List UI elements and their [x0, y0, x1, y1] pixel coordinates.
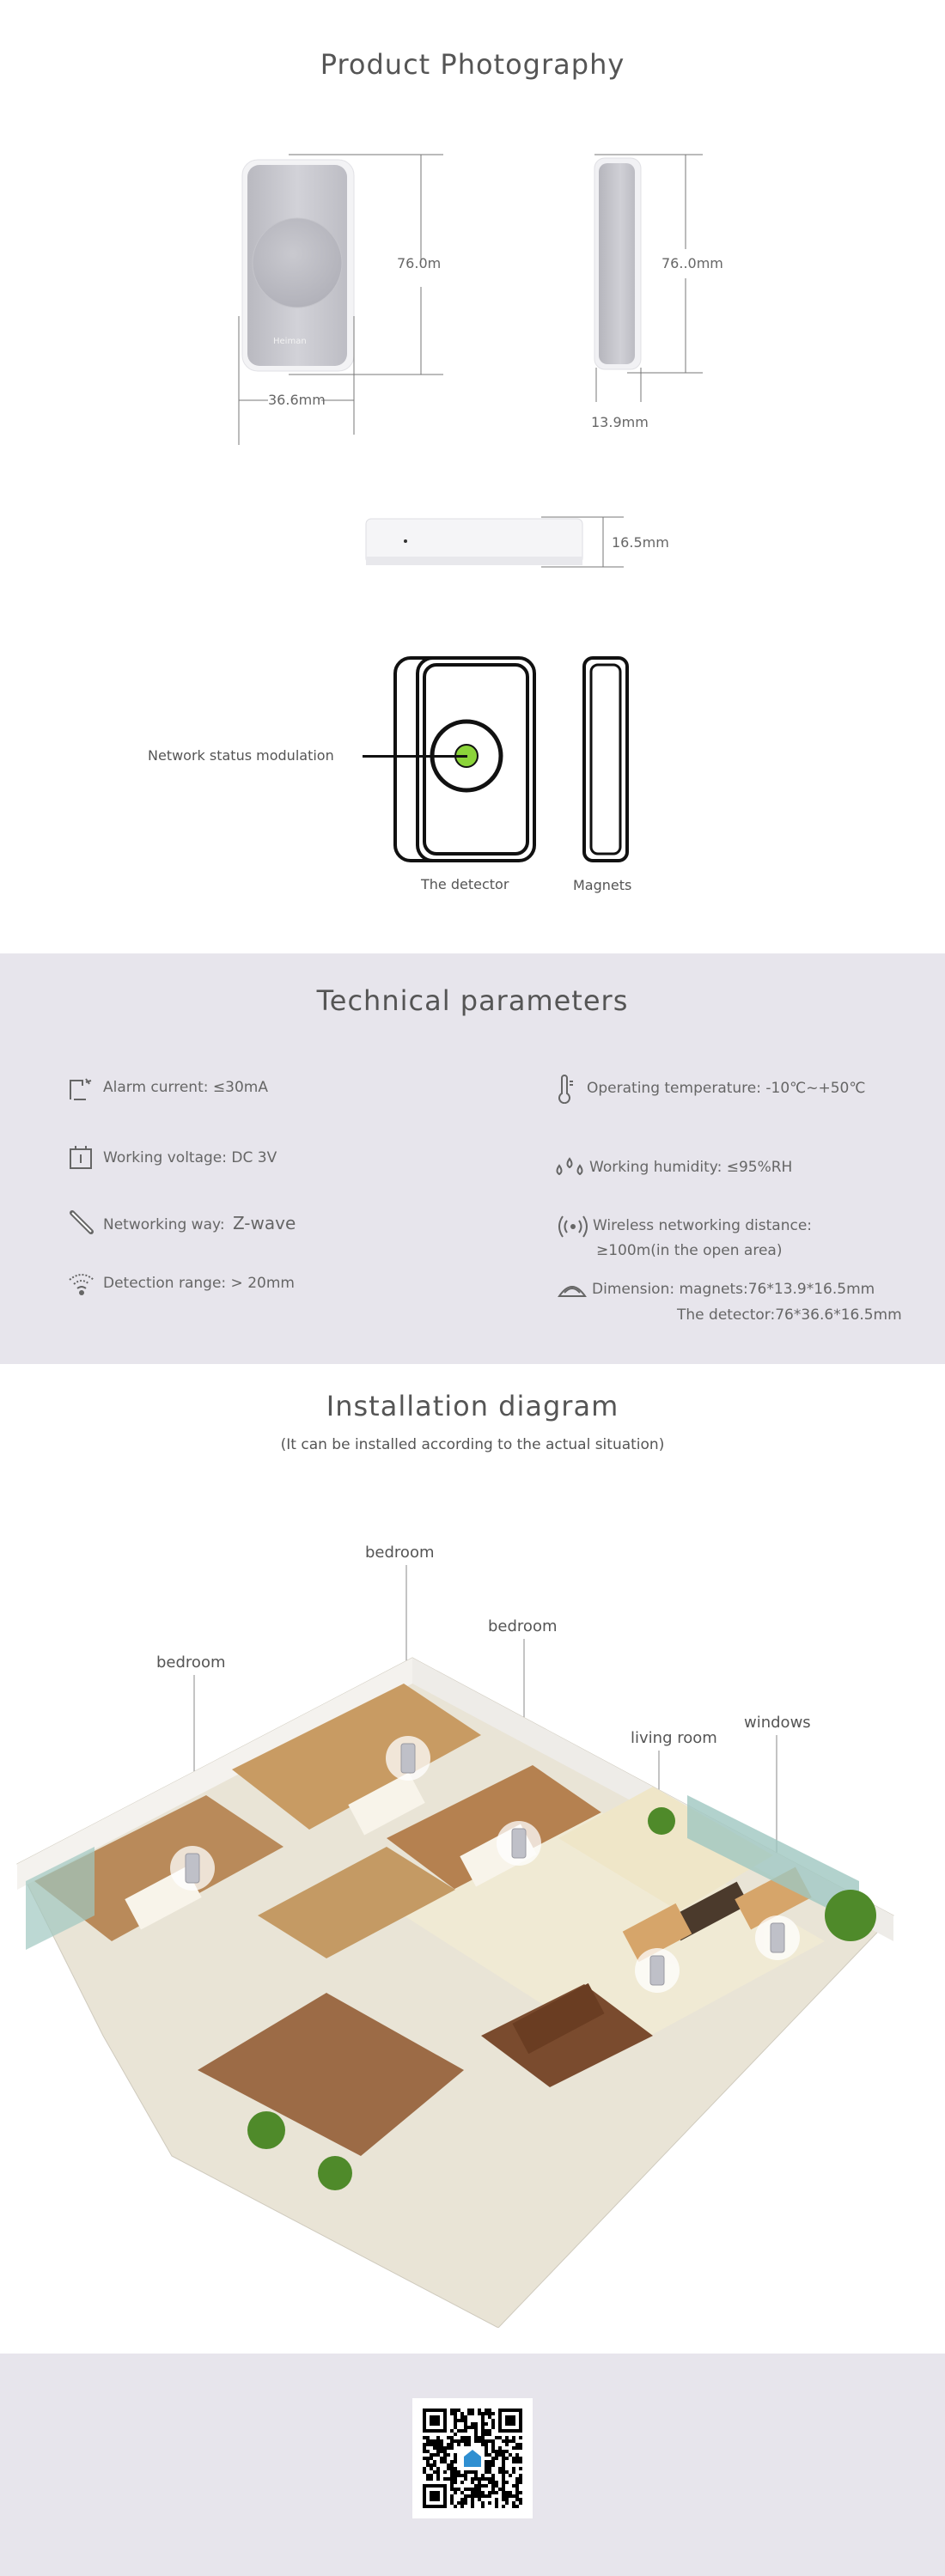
network-pointer-line [363, 755, 467, 758]
param-detection-range: Detection range: > 20mm [69, 1274, 295, 1295]
current-icon [67, 1074, 96, 1103]
param-operating-temperature: Operating temperature: -10℃~+50℃ [558, 1075, 865, 1104]
device-top-view [361, 512, 627, 577]
technical-title: Technical parameters [316, 984, 629, 1017]
top-depth-dimension: 16.5mm [612, 534, 669, 551]
room-label-bedroom-top: bedroom [365, 1544, 435, 1562]
param-networking-way: Networking way: Z-wave [70, 1210, 296, 1234]
wifi-icon [67, 1270, 96, 1299]
dimension-icon [556, 1276, 587, 1305]
magnet-side-view [584, 153, 713, 411]
network-status-label: Network status modulation [148, 747, 334, 764]
device-brand-logo: Heiman [273, 337, 307, 346]
signal-icon [557, 1212, 588, 1241]
detector-label: The detector [421, 876, 509, 892]
magnets-label: Magnets [573, 877, 632, 893]
front-height-dimension: 76.0m [397, 255, 442, 271]
room-label-bedroom-right: bedroom [488, 1617, 558, 1635]
installation-subtitle: (It can be installed according to the ac… [280, 1436, 665, 1453]
param-wireless-distance-value: ≥100m(in the open area) [596, 1242, 783, 1259]
qr-code-icon[interactable] [412, 2398, 533, 2518]
side-height-dimension: 76..0mm [662, 255, 723, 271]
photography-title: Product Photography [320, 48, 625, 81]
param-alarm-current: Alarm current: ≤30mA [70, 1078, 268, 1100]
thermometer-icon [551, 1075, 580, 1104]
param-wireless-distance: Wireless networking distance: [558, 1215, 812, 1238]
technical-section [0, 953, 945, 1364]
side-width-dimension: 13.9mm [591, 414, 649, 430]
room-label-living-room: living room [631, 1729, 717, 1747]
humidity-icon [553, 1154, 583, 1183]
room-label-bedroom-left: bedroom [156, 1653, 226, 1672]
param-working-voltage: Working voltage: DC 3V [70, 1146, 277, 1169]
param-working-humidity: Working humidity: ≤95%RH [556, 1157, 792, 1176]
house-floorplan-illustration [0, 1555, 945, 2328]
installation-title: Installation diagram [326, 1390, 619, 1422]
battery-icon [67, 1144, 96, 1173]
front-width-dimension: 36.6mm [268, 392, 326, 408]
z-wave-label: Z-wave [232, 1213, 296, 1233]
param-dimension: Dimension: magnets:76*13.9*16.5mm [558, 1281, 875, 1298]
device-front-view [237, 153, 443, 445]
room-label-windows: windows [744, 1714, 811, 1732]
detector-outline-drawing [361, 653, 636, 868]
param-dimension-detector: The detector:76*36.6*16.5mm [677, 1306, 902, 1324]
network-icon [67, 1208, 96, 1237]
